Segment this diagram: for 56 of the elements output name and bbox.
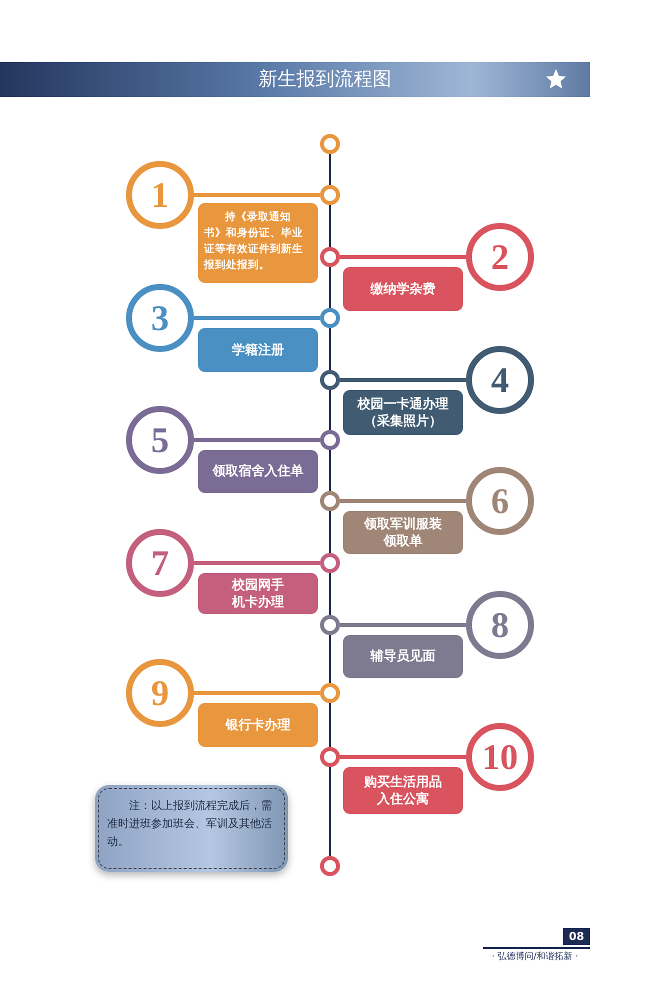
connector-line <box>340 755 466 759</box>
title: 新生报到流程图 <box>258 67 392 92</box>
connector-line <box>194 316 320 320</box>
timeline-dot <box>320 856 340 876</box>
step-number-circle: 6 <box>466 467 534 535</box>
step-box: 校园网手机卡办理 <box>198 573 318 614</box>
step-number-circle: 4 <box>466 346 534 414</box>
step-number-circle: 1 <box>126 161 194 229</box>
timeline-dot <box>320 185 340 205</box>
timeline-line <box>329 205 331 247</box>
step-box: 缴纳学杂费 <box>343 267 463 311</box>
timeline-dot <box>320 553 340 573</box>
step-box: 购买生活用品入住公寓 <box>343 767 463 814</box>
timeline-line <box>329 390 331 430</box>
connector-line <box>194 193 320 197</box>
page-number: 08 <box>563 928 590 945</box>
timeline-dot <box>320 247 340 267</box>
timeline-line <box>329 154 331 185</box>
timeline-dot <box>320 370 340 390</box>
step-box: 持《录取通知书》和身份证、毕业证等有效证件到新生报到处报到。 <box>198 203 318 283</box>
step-box: 辅导员见面 <box>343 635 463 678</box>
step-box: 校园一卡通办理（采集照片） <box>343 390 463 435</box>
connector-line <box>194 561 320 565</box>
step-number-circle: 10 <box>466 723 534 791</box>
step-number-circle: 8 <box>466 591 534 659</box>
timeline-dot <box>320 134 340 154</box>
step-box: 银行卡办理 <box>198 703 318 747</box>
step-number-circle: 3 <box>126 284 194 352</box>
timeline-dot <box>320 308 340 328</box>
connector-line <box>340 623 466 627</box>
timeline-dot <box>320 491 340 511</box>
timeline-line <box>329 635 331 683</box>
timeline-dot <box>320 615 340 635</box>
timeline-line <box>329 267 331 308</box>
timeline-line <box>329 511 331 553</box>
step-number-circle: 7 <box>126 529 194 597</box>
step-box: 学籍注册 <box>198 328 318 372</box>
timeline-dot <box>320 747 340 767</box>
footer-slogan: · 弘德博问/和谐拓新 · <box>490 950 580 964</box>
connector-line <box>340 378 466 382</box>
timeline-dot <box>320 683 340 703</box>
note-box: 注：以上报到流程完成后，需准时进班参加班会、军训及其他活动。 <box>95 785 288 872</box>
step-box: 领取宿舍入住单 <box>198 450 318 493</box>
timeline-line <box>329 450 331 491</box>
timeline-dot <box>320 430 340 450</box>
connector-line <box>340 499 466 503</box>
step-number-circle: 5 <box>126 406 194 474</box>
step-number-circle: 2 <box>466 223 534 291</box>
connector-line <box>194 438 320 442</box>
step-box: 领取军训服装领取单 <box>343 511 463 554</box>
step-number-circle: 9 <box>126 659 194 727</box>
timeline-line <box>329 703 331 747</box>
connector-line <box>194 691 320 695</box>
timeline-line <box>329 767 331 856</box>
connector-line <box>340 255 466 259</box>
timeline-line <box>329 328 331 370</box>
